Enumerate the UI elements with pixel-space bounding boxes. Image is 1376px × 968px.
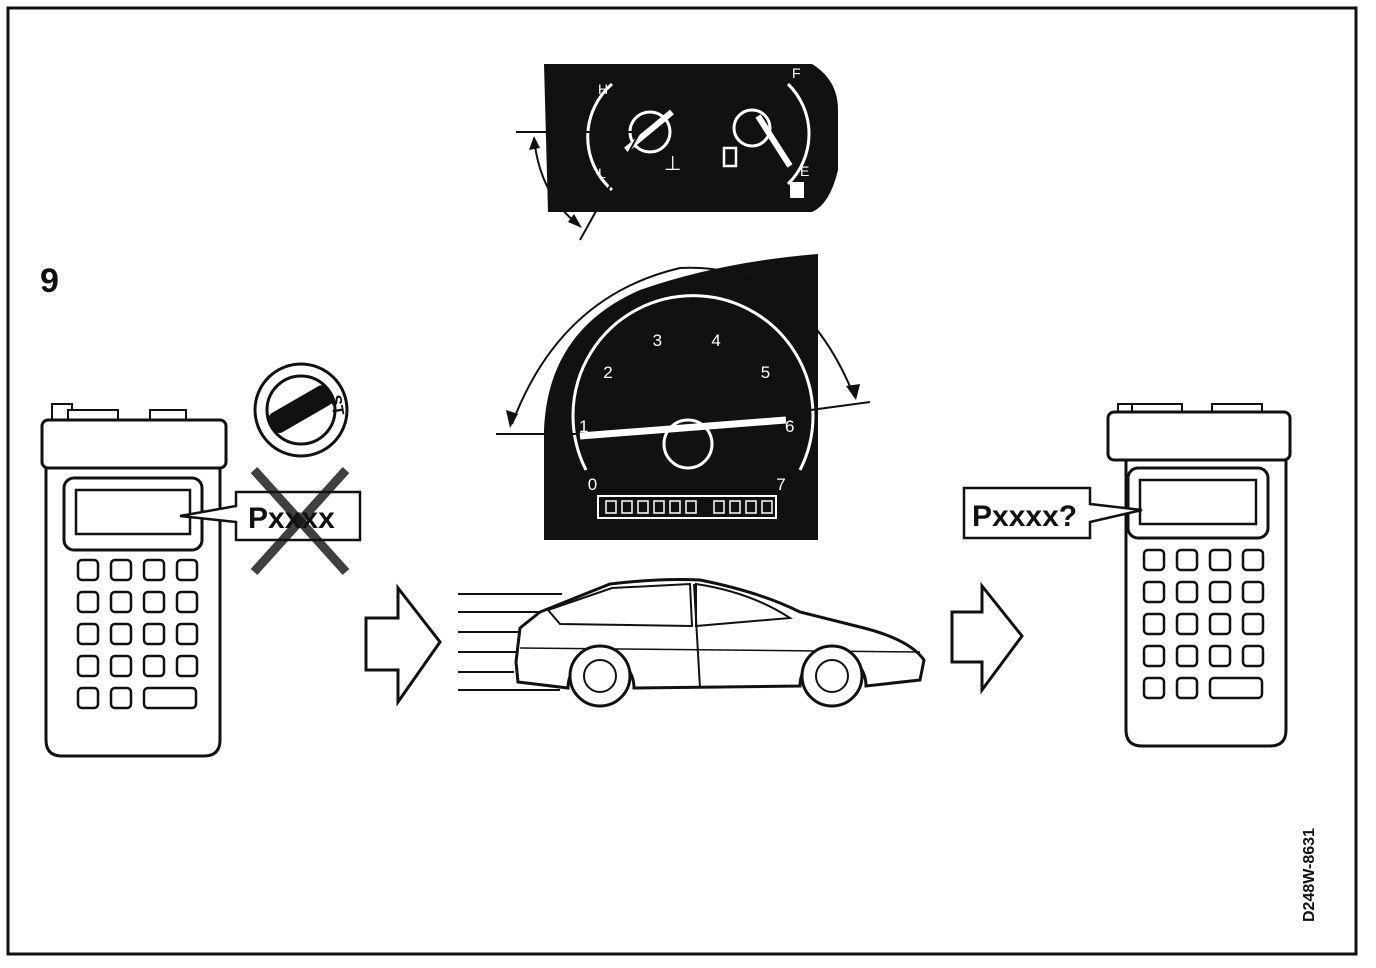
right-tool-key bbox=[1241, 612, 1265, 636]
odometer-digit bbox=[745, 500, 757, 514]
ignition-switch: ST bbox=[253, 362, 349, 458]
right-tool-key bbox=[1142, 580, 1166, 604]
right-tool-key bbox=[1175, 548, 1199, 572]
car-icon bbox=[514, 578, 926, 708]
rpm-sweep-indicator bbox=[496, 266, 871, 435]
left-tool-key bbox=[175, 558, 199, 582]
right-tool-key bbox=[1208, 612, 1232, 636]
ignition-position-label: ST bbox=[326, 394, 346, 417]
left-tool-key bbox=[175, 654, 199, 678]
odometer-digit bbox=[729, 500, 741, 514]
odometer-digit bbox=[685, 500, 697, 514]
odometer-digit bbox=[669, 500, 681, 514]
odometer-digit bbox=[713, 500, 725, 514]
left-tool-key bbox=[175, 590, 199, 614]
temp-gauge-bottom-mark: L bbox=[598, 165, 606, 181]
left-tool-key bbox=[109, 622, 133, 646]
ignition-key-icon bbox=[268, 385, 333, 433]
rear-wheel bbox=[568, 644, 632, 708]
right-arrow-2 bbox=[950, 581, 1024, 695]
left-tool-key bbox=[142, 686, 198, 710]
temp-fuel-gauge-panel: H L ⊥ F E bbox=[544, 64, 838, 212]
odometer-digit bbox=[653, 500, 665, 514]
odometer-digit bbox=[761, 500, 773, 514]
tachometer-scale-label: 0 bbox=[588, 475, 597, 494]
fuel-gauge-bottom-mark: E bbox=[800, 163, 809, 179]
right-tool-keypad bbox=[1142, 548, 1265, 700]
tachometer-scale-label: 4 bbox=[711, 331, 720, 350]
right-tool-key bbox=[1142, 644, 1166, 668]
odometer-digit bbox=[605, 500, 617, 514]
tachometer-scale-label: 6 bbox=[785, 417, 794, 436]
crossed-out-mark bbox=[250, 466, 350, 576]
right-tool-key bbox=[1208, 548, 1232, 572]
right-tool-message-callout: Pxxxx? bbox=[962, 486, 1143, 540]
coolant-temp-icon: ⊥ bbox=[664, 153, 681, 175]
right-tool-key bbox=[1208, 580, 1232, 604]
left-tool-key bbox=[175, 622, 199, 646]
left-tool-key bbox=[76, 622, 100, 646]
tachometer: 0 1 2 3 4 5 6 7 bbox=[544, 254, 818, 540]
tachometer-scale-label: 7 bbox=[776, 475, 785, 494]
right-tool-key bbox=[1241, 580, 1265, 604]
tachometer-scale-label: 1 bbox=[579, 417, 588, 436]
left-tool-message-callout: Pxxxx bbox=[179, 466, 362, 576]
right-tool-key bbox=[1175, 676, 1199, 700]
left-diagnostic-tool bbox=[40, 403, 228, 758]
temp-needle-sweep-indicator bbox=[516, 131, 641, 241]
left-tool-key bbox=[142, 622, 166, 646]
front-wheel bbox=[800, 644, 864, 708]
left-tool-key bbox=[109, 686, 133, 710]
tachometer-scale-label: 5 bbox=[761, 363, 770, 382]
temp-gauge-top-mark: H bbox=[598, 81, 608, 97]
figure-frame bbox=[6, 6, 1358, 956]
right-tool-key bbox=[1175, 644, 1199, 668]
figure-code: D248W-8631 bbox=[1301, 828, 1318, 922]
left-tool-key bbox=[76, 558, 100, 582]
right-tool-screen bbox=[1138, 478, 1258, 526]
left-tool-key bbox=[109, 590, 133, 614]
right-tool-message: Pxxxx? bbox=[972, 500, 1077, 533]
left-tool-key bbox=[76, 686, 100, 710]
left-tool-key bbox=[109, 654, 133, 678]
left-tool-key bbox=[109, 558, 133, 582]
right-tool-key bbox=[1142, 548, 1166, 572]
right-tool-key bbox=[1175, 612, 1199, 636]
right-tool-key bbox=[1208, 676, 1264, 700]
right-tool-key bbox=[1241, 644, 1265, 668]
tachometer-hub bbox=[662, 418, 714, 470]
left-tool-screen bbox=[74, 488, 192, 536]
odometer-digit bbox=[637, 500, 649, 514]
right-tool-key bbox=[1175, 580, 1199, 604]
right-tool-key bbox=[1241, 548, 1265, 572]
tachometer-scale-label: 2 bbox=[603, 363, 612, 382]
left-tool-key bbox=[76, 590, 100, 614]
left-tool-key bbox=[142, 590, 166, 614]
step-number: 9 bbox=[40, 262, 59, 300]
fuel-gauge: F E bbox=[722, 65, 811, 198]
right-tool-key bbox=[1208, 644, 1232, 668]
left-tool-key bbox=[76, 654, 100, 678]
tachometer-needle bbox=[579, 416, 787, 440]
speed-lines bbox=[458, 593, 562, 691]
right-tool-key bbox=[1142, 676, 1166, 700]
fuel-pump-icon bbox=[722, 146, 738, 168]
fuel-gauge-top-mark: F bbox=[792, 65, 801, 81]
odometer-digit bbox=[621, 500, 633, 514]
left-tool-key bbox=[142, 558, 166, 582]
right-arrow-1 bbox=[364, 583, 442, 707]
fuel-low-warning-icon bbox=[790, 182, 804, 198]
tachometer-scale-label: 3 bbox=[653, 331, 662, 350]
left-tool-keypad bbox=[76, 558, 199, 710]
right-tool-key bbox=[1142, 612, 1166, 636]
right-diagnostic-tool bbox=[1106, 403, 1292, 748]
odometer-display bbox=[597, 495, 777, 519]
left-tool-key bbox=[142, 654, 166, 678]
